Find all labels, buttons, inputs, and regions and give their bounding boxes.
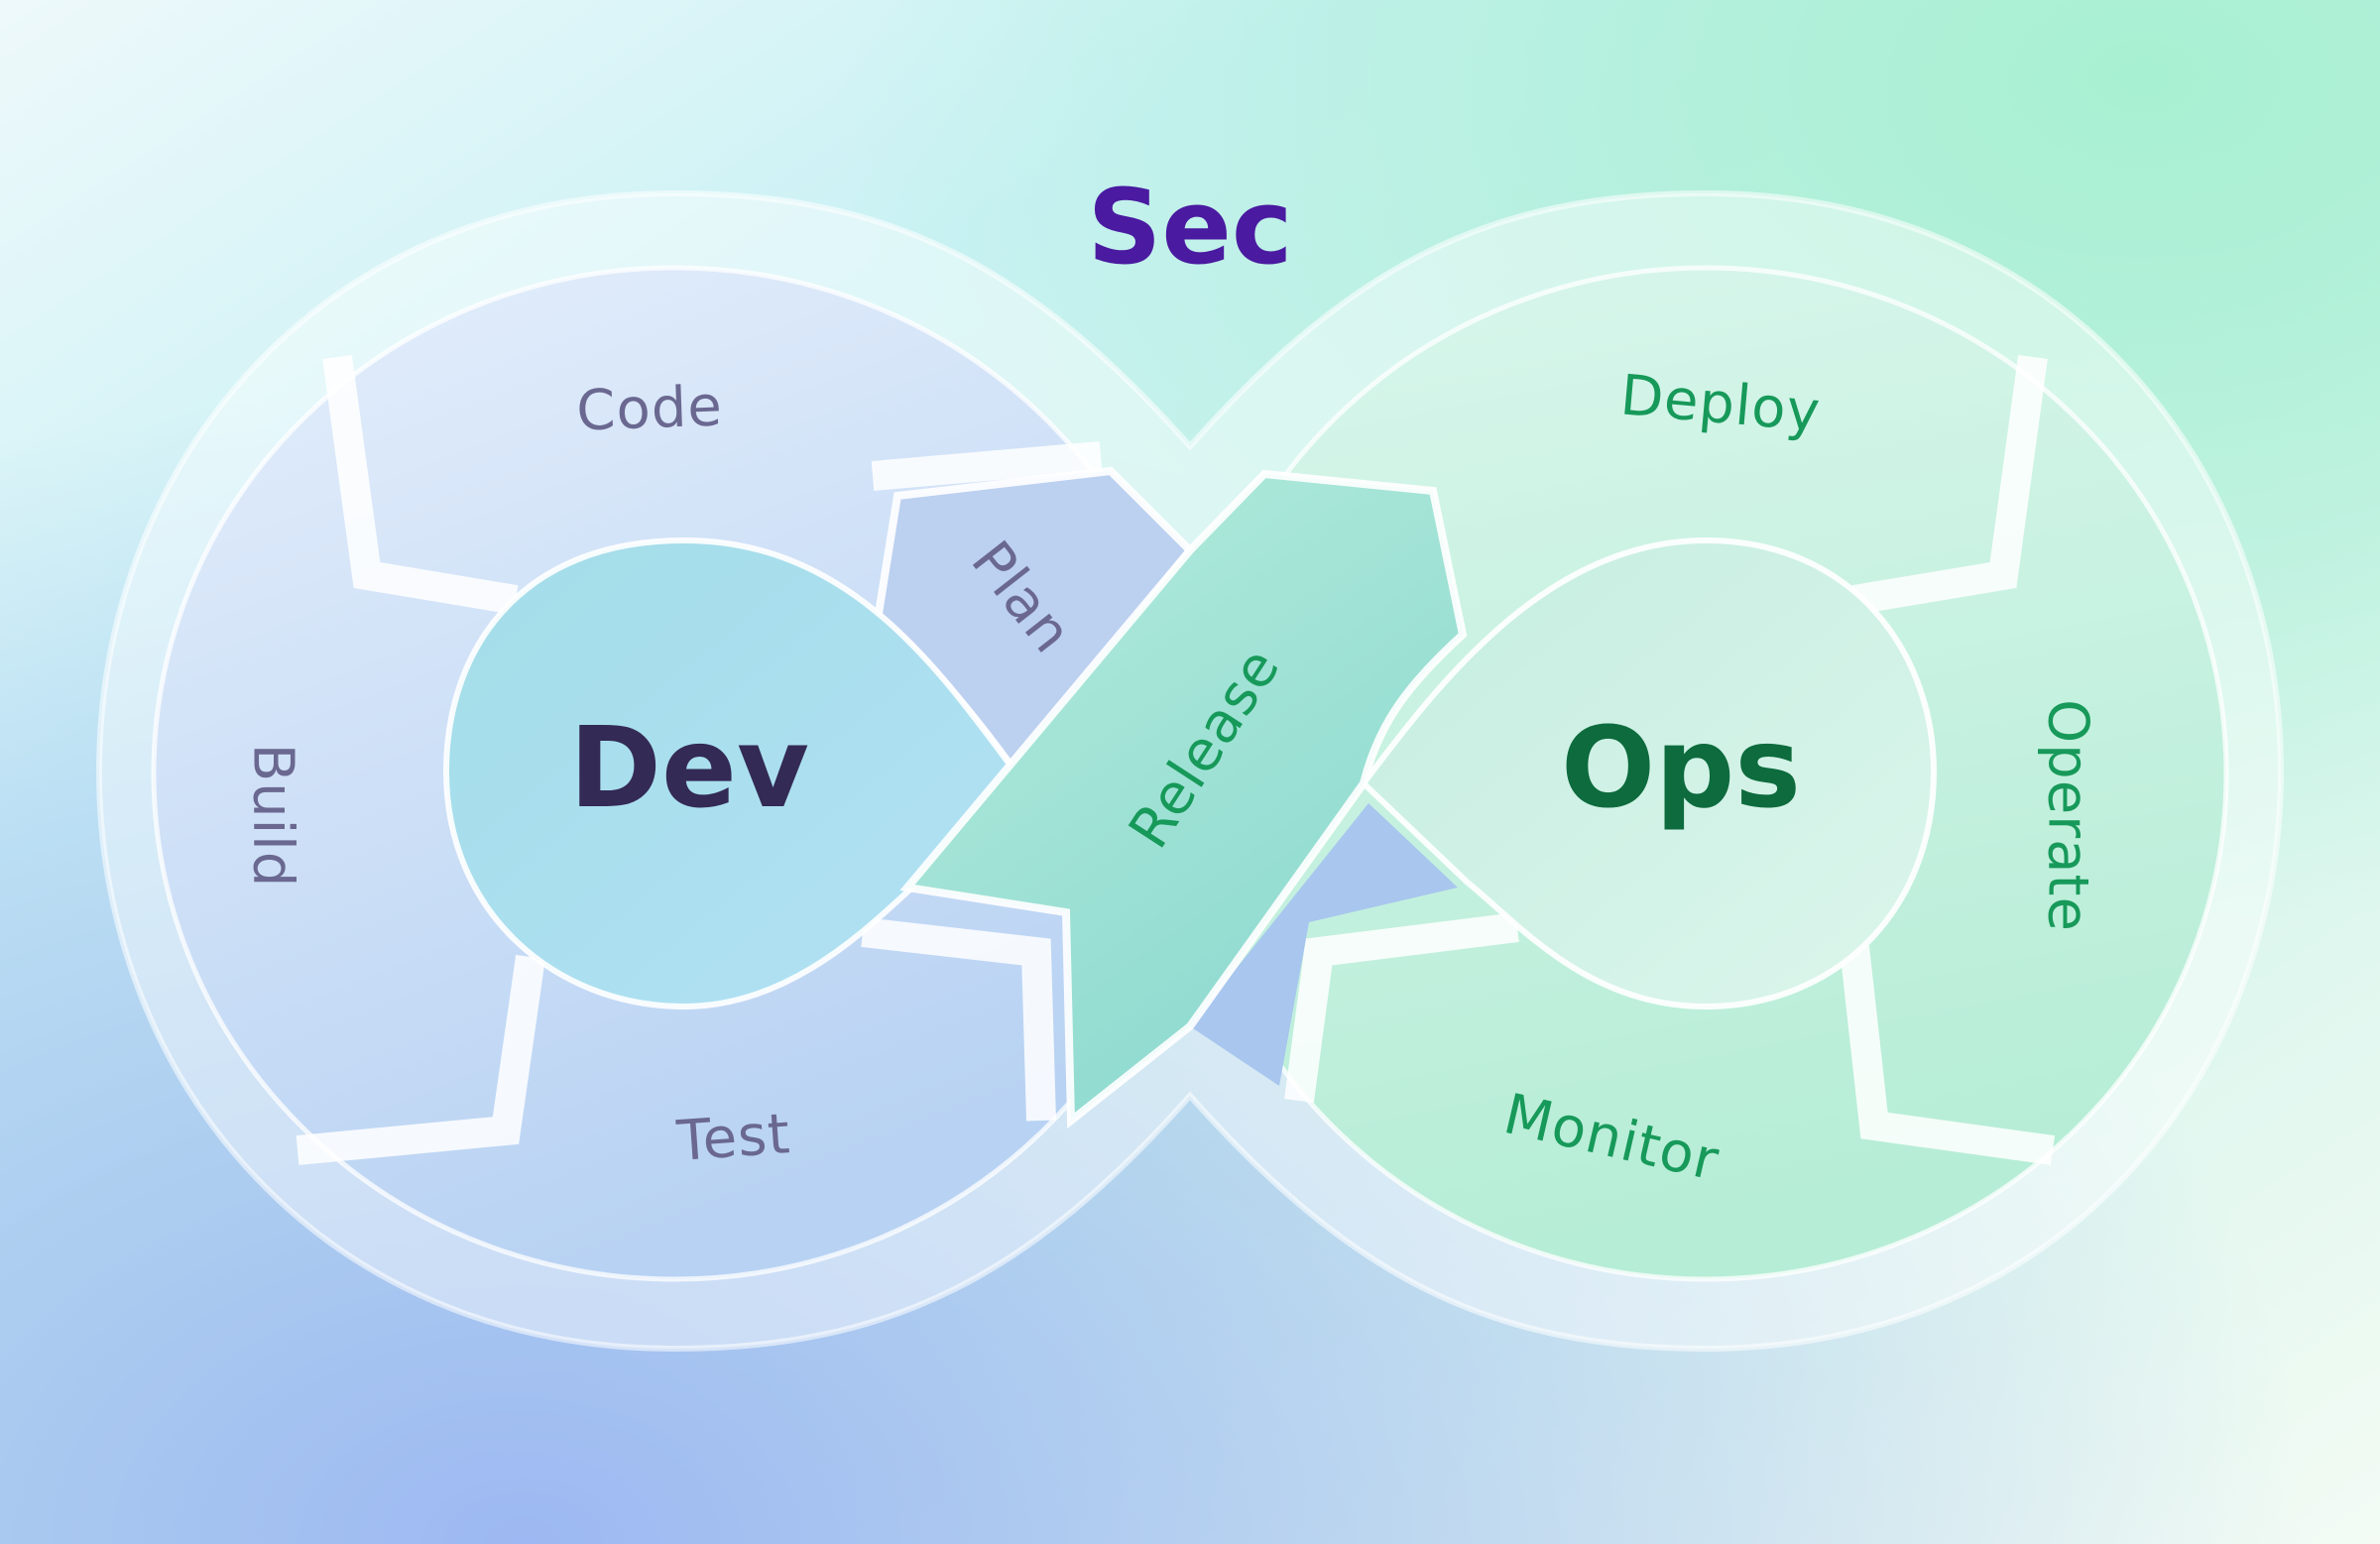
release-band bbox=[899, 469, 1468, 1129]
sec-label: Sec bbox=[1087, 167, 1293, 288]
test-label: Test bbox=[674, 1102, 793, 1174]
build-label: Build bbox=[240, 743, 305, 889]
code-label: Code bbox=[575, 374, 724, 444]
ops-hub bbox=[1359, 536, 1938, 1010]
ops-label: Ops bbox=[1560, 704, 1802, 833]
operate-label: Operate bbox=[2035, 699, 2100, 932]
left-segment-dividers bbox=[296, 354, 1103, 1165]
dev-label: Dev bbox=[569, 704, 809, 833]
dev-hub bbox=[442, 536, 1020, 1010]
right-segment-dividers bbox=[1284, 354, 2056, 1165]
lower-wedge bbox=[1190, 803, 1458, 1086]
